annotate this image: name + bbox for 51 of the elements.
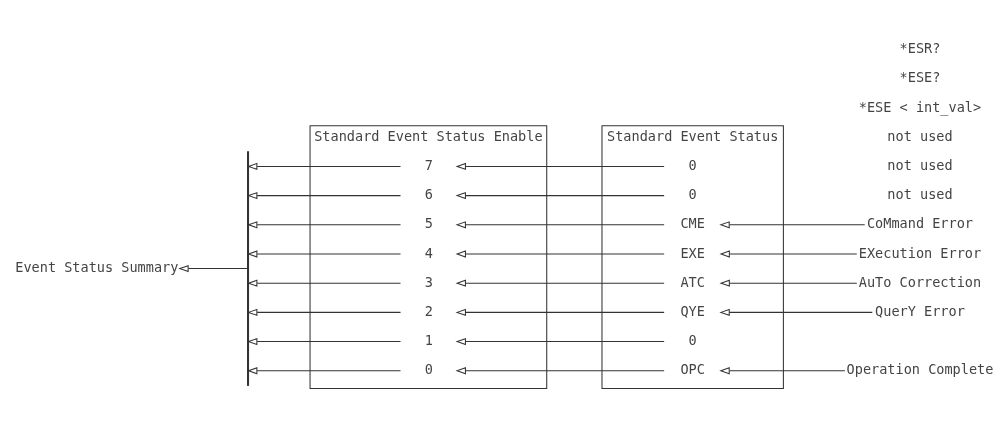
arrow	[455, 308, 665, 316]
node-text: 3	[424, 273, 433, 290]
node-text: 2	[424, 302, 433, 319]
node-text: QYE	[679, 302, 705, 319]
label: not used	[886, 185, 953, 202]
node-text: CoMmand Error	[866, 214, 973, 231]
arrow	[718, 220, 865, 228]
arrow	[718, 249, 857, 258]
node-text: 0	[688, 156, 697, 173]
node-text: Event Status Summary	[14, 258, 178, 275]
node-text: QuerY Error	[874, 302, 965, 319]
label: not used	[886, 127, 953, 144]
label: not used	[886, 156, 953, 173]
arrow	[718, 366, 845, 374]
label: *ESE?	[899, 68, 940, 85]
node-text: 0	[424, 360, 433, 377]
arrow	[455, 220, 665, 228]
arrow	[246, 337, 401, 345]
arrow	[455, 191, 665, 199]
node-text: AuTo Correction	[858, 273, 981, 290]
node-text: OPC	[679, 360, 705, 377]
node-text: 6	[424, 185, 433, 202]
node-text: EXE	[679, 244, 705, 261]
node-text: ATC	[679, 273, 705, 290]
node-text: 5	[424, 214, 433, 231]
node-text: 1	[424, 331, 433, 348]
node-text: Operation Complete	[846, 360, 993, 377]
arrow	[718, 279, 857, 287]
node-text: CME	[679, 214, 705, 231]
label: *ESR?	[899, 39, 940, 56]
node-text: 4	[424, 244, 433, 261]
node-bar	[246, 150, 249, 386]
arrow	[177, 264, 248, 272]
arrow	[246, 191, 401, 199]
arrow	[246, 220, 401, 228]
arrow	[246, 279, 401, 287]
arrow	[455, 279, 665, 287]
arrow	[455, 337, 665, 345]
arrow	[455, 366, 665, 374]
label: *ESE < int_val>	[858, 98, 981, 115]
arrow	[246, 162, 401, 170]
node-text: 0	[688, 331, 697, 348]
node-text: 7	[424, 156, 433, 173]
arrow	[455, 162, 665, 170]
node-text: EXecution Error	[858, 244, 981, 261]
arrow	[246, 366, 401, 374]
arrow	[246, 249, 401, 258]
arrow	[718, 308, 873, 316]
arrow	[246, 308, 401, 316]
node-text: 0	[688, 185, 697, 202]
arrow	[455, 249, 665, 258]
